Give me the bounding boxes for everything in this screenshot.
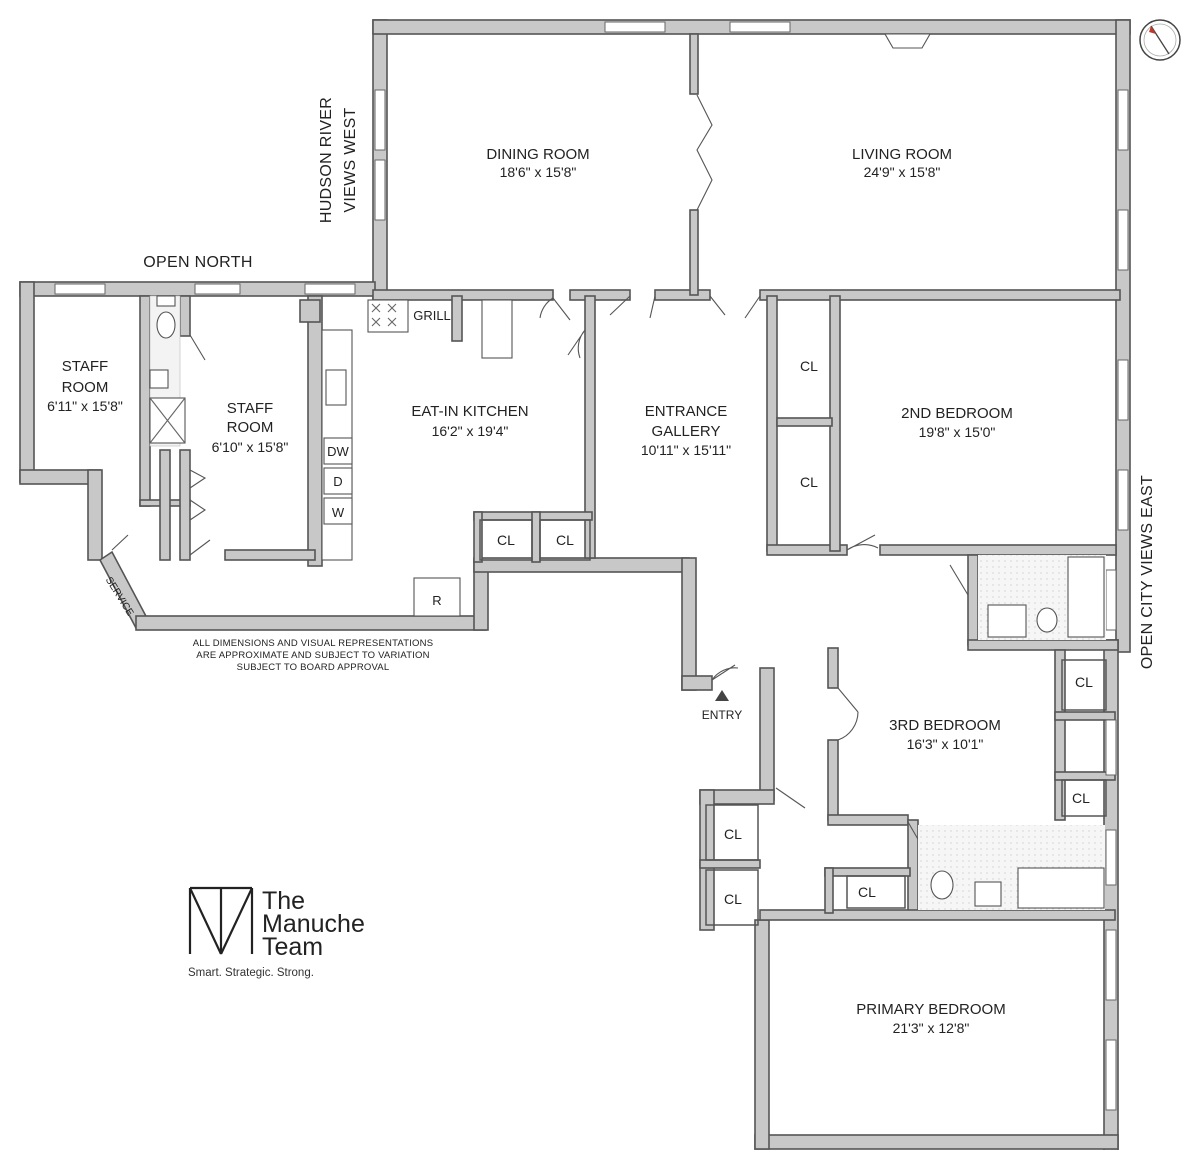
closet-label: CL (556, 532, 574, 548)
closet-label: CL (800, 358, 818, 374)
second-bedroom-dims: 19'8" x 15'0" (919, 424, 996, 440)
staff-room-1-name-line2: ROOM (62, 379, 109, 396)
logo-name-line3: Team (262, 933, 323, 961)
living-room-dims: 24'9" x 15'8" (864, 164, 941, 180)
gallery-dims: 10'11" x 15'11" (641, 442, 731, 458)
second-bedroom-name: 2ND BEDROOM (901, 405, 1013, 422)
dining-room-dims: 18'6" x 15'8" (500, 164, 577, 180)
kitchen-name: EAT-IN KITCHEN (411, 403, 528, 420)
living-room-name: LIVING ROOM (852, 146, 952, 163)
staff-room-1-dims: 6'11" x 15'8" (47, 398, 123, 414)
gallery-name-line1: ENTRANCE (645, 403, 728, 420)
manuche-team-logo: The Manuche Team Smart. Strategic. Stron… (188, 886, 365, 979)
primary-bedroom-dims: 21'3" x 12'8" (893, 1020, 970, 1036)
staff-room-2-dims: 6'10" x 15'8" (212, 439, 289, 455)
primary-bedroom-name: PRIMARY BEDROOM (856, 1001, 1005, 1018)
logo-name-line2: Manuche (262, 910, 365, 938)
closet-label: CL (858, 884, 876, 900)
dishwasher-label: DW (327, 444, 349, 459)
dryer-label: D (333, 474, 342, 489)
kitchen-dims: 16'2" x 19'4" (432, 423, 509, 439)
closet-label: CL (724, 891, 742, 907)
windows (54, 21, 1129, 1111)
closet-label: CL (800, 474, 818, 490)
entry-marker: ENTRY (702, 690, 742, 722)
exterior-walls (19, 19, 1131, 1150)
logo-tagline: Smart. Strategic. Strong. (188, 967, 314, 979)
closet-label: CL (1072, 790, 1090, 806)
disclaimer: ALL DIMENSIONS AND VISUAL REPRESENTATION… (193, 638, 433, 673)
washer-label: W (332, 505, 345, 520)
third-bedroom-dims: 16'3" x 10'1" (907, 736, 984, 752)
logo-mark-icon (188, 886, 254, 955)
appliance-labels: GRILL DW D W R (327, 308, 451, 608)
entry-arrow-icon (715, 690, 729, 701)
closet-label: CL (724, 826, 742, 842)
staff-room-1-name-line1: STAFF (62, 358, 108, 375)
closet-label: CL (1075, 674, 1093, 690)
staff-room-2-name-line1: STAFF (227, 400, 273, 417)
disclaimer-line1: ALL DIMENSIONS AND VISUAL REPRESENTATION… (193, 638, 433, 649)
disclaimer-line3: SUBJECT TO BOARD APPROVAL (237, 662, 390, 673)
refrigerator-label: R (432, 593, 441, 608)
gallery-name-line2: GALLERY (652, 423, 721, 440)
third-bedroom-name: 3RD BEDROOM (889, 717, 1001, 734)
north-exposure-label: OPEN NORTH (143, 254, 252, 271)
logo-name-line1: The (262, 887, 305, 915)
compass-icon (1139, 19, 1181, 61)
disclaimer-line2: ARE APPROXIMATE AND SUBJECT TO VARIATION (196, 650, 429, 661)
doors (111, 94, 969, 861)
entry-label: ENTRY (702, 708, 742, 722)
east-exposure-label: OPEN CITY VIEWS EAST (1139, 475, 1156, 669)
interior-walls (139, 33, 1121, 921)
grill-label: GRILL (413, 308, 451, 323)
staff-room-2-name-line2: ROOM (227, 419, 274, 436)
fixtures (149, 295, 1106, 910)
west-exposure-line2: VIEWS WEST (342, 107, 359, 212)
room-labels: DINING ROOM 18'6" x 15'8" LIVING ROOM 24… (47, 146, 1013, 1036)
closets: CL CL CL CL CL CL CL CL CL (479, 358, 1107, 926)
dining-room-name: DINING ROOM (486, 146, 589, 163)
closet-label: CL (497, 532, 515, 548)
west-exposure-line1: HUDSON RIVER (318, 97, 335, 223)
